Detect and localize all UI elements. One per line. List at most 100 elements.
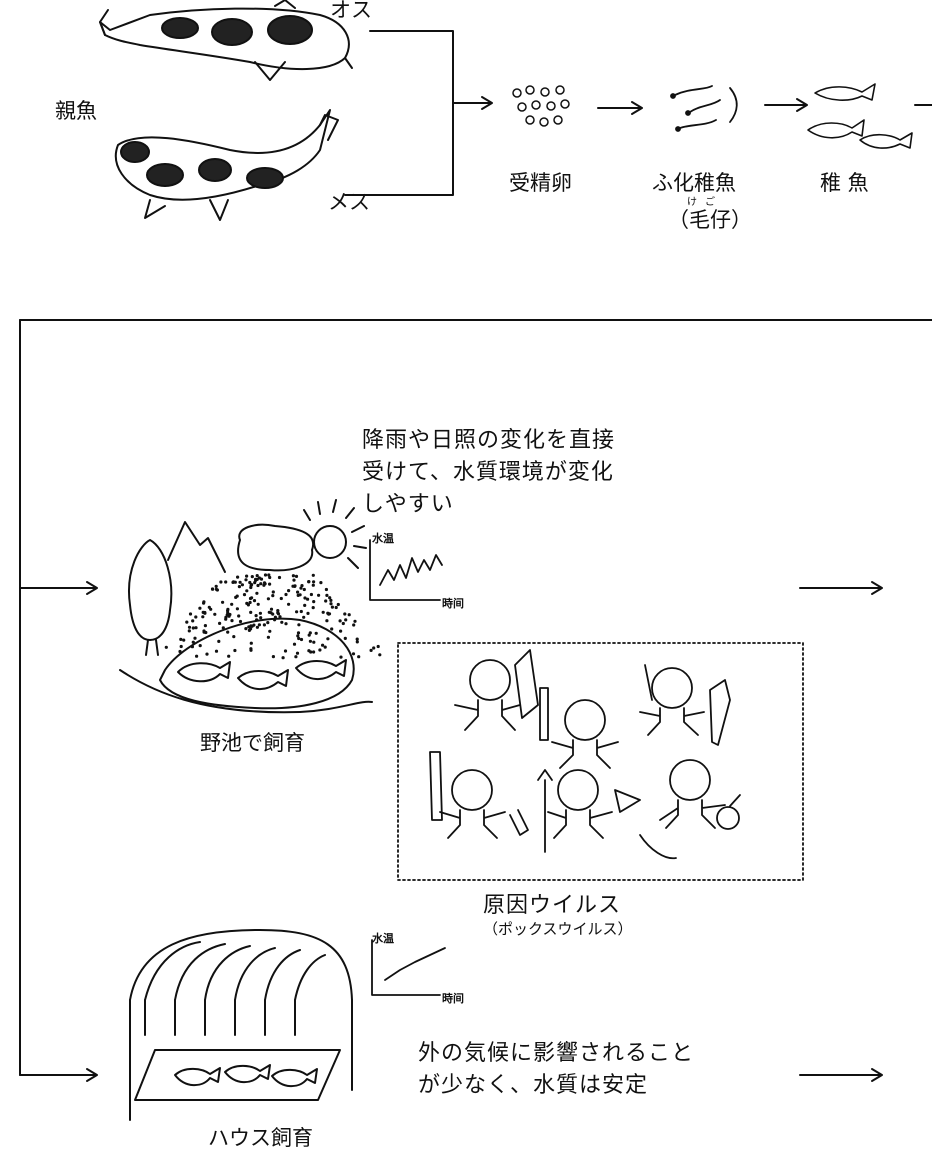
rain-dot: [248, 580, 252, 585]
stage-hatched-fry-ruby: けご: [687, 197, 723, 208]
rain-dot: [271, 590, 275, 594]
rain-dot: [249, 585, 253, 590]
rain-dot: [372, 646, 376, 650]
rain-dot: [214, 649, 219, 653]
rain-dot: [226, 630, 230, 634]
rain-dot: [347, 613, 351, 617]
rain-dot: [214, 587, 218, 591]
rain-dot: [343, 612, 347, 616]
rain-dot: [329, 598, 333, 603]
rain-dot: [164, 645, 168, 649]
rain-dot: [324, 599, 328, 603]
rain-dot: [263, 573, 268, 577]
rain-dot: [207, 605, 211, 609]
eggs-drawing: [512, 85, 570, 127]
rain-dot: [195, 654, 199, 658]
rain-dot: [330, 605, 334, 609]
rain-dot: [205, 652, 209, 656]
rain-dot: [194, 615, 198, 619]
rain-dot: [328, 596, 332, 600]
rain-dot: [268, 575, 272, 580]
virus-label: 原因ウイルス: [483, 893, 622, 918]
virus-frame: [397, 642, 804, 881]
rain-dot: [291, 584, 295, 588]
rain-dot: [302, 615, 306, 619]
rain-dot: [191, 626, 195, 630]
rain-dot: [303, 596, 307, 600]
rain-dot: [266, 621, 270, 625]
rain-dot: [254, 614, 258, 618]
rain-dot: [294, 574, 299, 579]
rain-dot: [201, 615, 205, 619]
rain-dot: [271, 612, 275, 616]
rain-dot: [245, 574, 249, 578]
house-graph-ylabel: 水温: [372, 932, 394, 945]
rain-dot: [179, 637, 183, 642]
rain-dots: [164, 573, 382, 660]
juvenile-fish-drawing: [807, 83, 913, 149]
house-label: ハウス飼育: [208, 1126, 313, 1150]
rain-dot: [231, 580, 236, 584]
rain-dot: [324, 587, 328, 592]
wild-pond-drawing: [119, 499, 373, 714]
rain-dot: [376, 644, 380, 649]
rain-dot: [339, 629, 343, 633]
rain-dot: [193, 636, 197, 640]
rain-dot: [334, 605, 338, 610]
rain-dot: [295, 610, 299, 614]
rain-dot: [191, 640, 195, 644]
rain-dot: [292, 578, 296, 582]
rain-dot: [325, 593, 329, 598]
rain-dot: [256, 583, 260, 588]
rain-dot: [262, 623, 266, 627]
rain-dot: [228, 612, 232, 617]
rain-dot: [245, 589, 249, 593]
rain-dot: [187, 629, 191, 633]
rain-dot: [190, 645, 194, 649]
rain-dot: [244, 627, 248, 631]
rain-dot: [299, 637, 304, 642]
rain-dot: [309, 592, 313, 597]
rain-dot: [237, 614, 241, 618]
rain-dot: [280, 620, 284, 624]
rain-dot: [202, 601, 206, 605]
wild-pond-label: 野池で飼育: [200, 731, 305, 755]
rain-dot: [319, 581, 323, 585]
greenhouse-drawing: [129, 929, 353, 1121]
rain-dot: [221, 626, 225, 630]
rain-dot: [303, 603, 307, 608]
rain-dot: [198, 606, 202, 610]
rain-dot: [299, 609, 303, 614]
rain-dot: [249, 610, 253, 615]
rain-dot: [244, 578, 248, 582]
rain-dot: [297, 623, 301, 627]
rain-dot: [325, 619, 329, 623]
rain-dot: [255, 618, 259, 622]
rain-dot: [284, 622, 288, 626]
rain-dot: [312, 580, 316, 584]
rain-dot: [248, 596, 253, 601]
house-temperature-graph: [371, 939, 446, 996]
rain-dot: [295, 651, 300, 655]
stage-juvenile-label: 稚 魚: [820, 171, 869, 195]
rain-dot: [279, 596, 283, 601]
rain-dot: [297, 636, 301, 641]
rain-dot: [318, 648, 322, 652]
rain-dot: [308, 639, 312, 643]
rain-dot: [357, 655, 361, 659]
rain-dot: [224, 580, 228, 584]
rain-dot: [235, 607, 239, 611]
rain-dot: [300, 584, 304, 588]
rain-dot: [311, 606, 315, 610]
rain-dot: [307, 580, 311, 584]
house-note: 外の気候に影響されること が少なく、水質は安定: [418, 1041, 695, 1098]
rain-dot: [227, 654, 231, 658]
rain-dot: [221, 600, 225, 604]
wild-graph-xlabel: 時间: [442, 597, 464, 610]
rain-dot: [294, 655, 298, 659]
rain-dot: [355, 637, 359, 641]
house-graph-xlabel: 時间: [442, 992, 464, 1005]
rain-dot: [306, 611, 310, 616]
rain-dot: [257, 576, 261, 580]
